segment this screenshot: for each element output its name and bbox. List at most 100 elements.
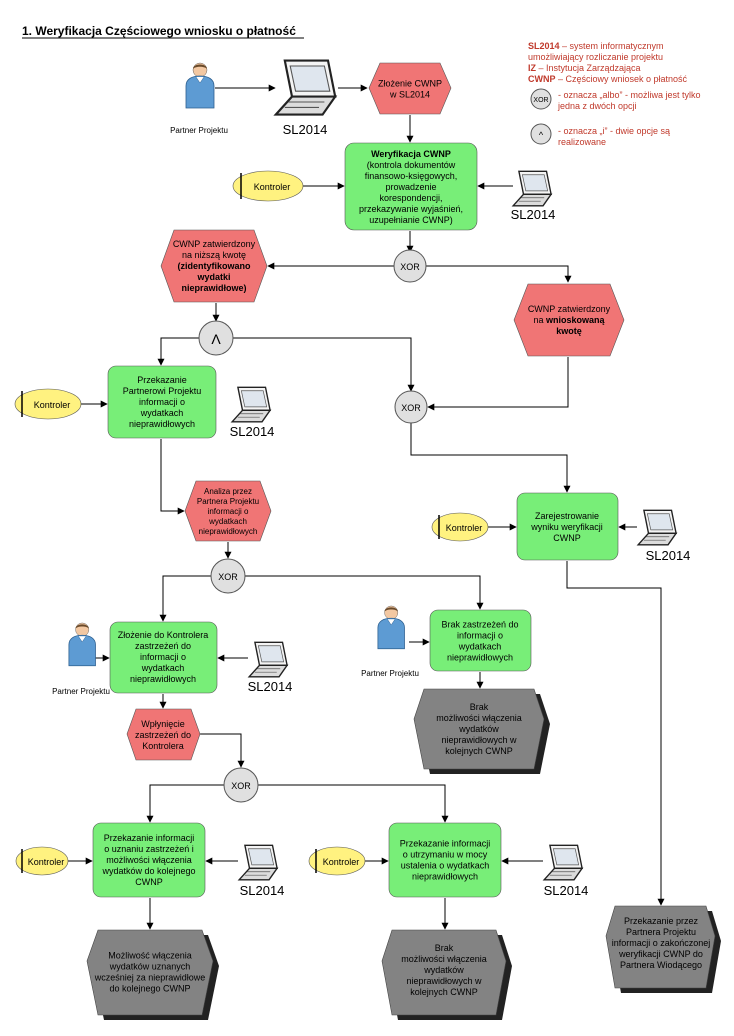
- role-kontroler-label: Kontroler: [323, 857, 360, 867]
- sl2014-label: SL2014: [646, 548, 691, 563]
- xor-gateway-label: XOR: [231, 781, 251, 791]
- connector: [157, 337, 200, 366]
- legend: SL2014 – system informatycznym umożliwia…: [528, 41, 701, 147]
- event-wplyniecie: [126, 708, 201, 761]
- role-kontroler-label: Kontroler: [254, 182, 291, 192]
- process-przekazanie-informacji: [107, 365, 217, 439]
- role-kontroler: [232, 170, 304, 202]
- laptop-icon: [637, 509, 677, 546]
- connector: [159, 575, 211, 622]
- process-weryfikacja-cwnp: [344, 142, 478, 231]
- xor-gateway-label: XOR: [218, 572, 238, 582]
- sl2014-label: SL2014: [240, 883, 285, 898]
- sl2014-label: SL2014: [230, 424, 275, 439]
- person-icon: [185, 62, 215, 109]
- process-uznanie: [92, 822, 206, 898]
- connector: [426, 265, 572, 283]
- event-wnioskowana-kwota: [513, 283, 625, 357]
- laptop-icon: [231, 386, 271, 423]
- legend-and-desc-2: realizowane: [558, 137, 606, 147]
- sl2014-label: SL2014: [544, 883, 589, 898]
- partner-label: Partner Projektu: [361, 669, 419, 678]
- role-kontroler-label: Kontroler: [28, 857, 65, 867]
- xor-gateway: [223, 767, 259, 803]
- role-kontroler-label: Kontroler: [34, 400, 71, 410]
- laptop-icon: [543, 844, 583, 881]
- xor-gateway-label: XOR: [400, 262, 420, 272]
- process-brak-zastrzezen: [429, 609, 532, 672]
- laptop-icon: [274, 59, 337, 116]
- partner-label: Partner Projektu: [170, 126, 228, 135]
- laptop-icon: [238, 844, 278, 881]
- legend-xor-symbol: [530, 88, 552, 110]
- connector: [233, 337, 415, 392]
- legend-line-3: IZ – Instytucja Zarządzająca: [528, 63, 641, 73]
- laptop-icon: [248, 641, 288, 678]
- sl2014-label: SL2014: [283, 122, 328, 137]
- role-kontroler: [431, 512, 489, 542]
- connector: [566, 561, 665, 906]
- end-brak-mozliwosci-2: [381, 929, 507, 1016]
- legend-xor-label: XOR: [533, 97, 548, 104]
- legend-xor-desc-1: - oznacza „albo” - możliwa jest tylko: [558, 90, 701, 100]
- and-gateway-label: Λ: [211, 331, 221, 347]
- legend-and-desc-1: - oznacza „i” - dwie opcje są: [558, 126, 670, 136]
- legend-line-4: CWNP – Częściowy wniosek o płatność: [528, 74, 688, 84]
- process-utrzymanie: [388, 822, 502, 898]
- role-kontroler: [15, 846, 69, 876]
- connector: [410, 423, 571, 493]
- legend-and-symbol: [530, 123, 552, 145]
- sl2014-label: SL2014: [248, 679, 293, 694]
- end-brak-mozliwosci-1: [413, 688, 545, 770]
- legend-line-2: umożliwiający rozliczanie projektu: [528, 52, 663, 62]
- event-nizsza-kwota: [160, 229, 268, 303]
- connector: [427, 357, 569, 411]
- role-kontroler-label: Kontroler: [446, 523, 483, 533]
- event-analiza: [184, 480, 272, 542]
- connector: [146, 784, 225, 823]
- page-title: 1. Weryfikacja Częściowego wniosku o pła…: [22, 24, 296, 38]
- xor-gateway: [210, 558, 246, 594]
- end-mozliwosc: [86, 929, 214, 1016]
- role-kontroler: [308, 846, 366, 876]
- connector: [258, 784, 449, 823]
- legend-line-1: SL2014 – system informatycznym: [528, 41, 664, 51]
- legend-and-label: ^: [539, 130, 544, 140]
- end-przekazanie-partner: [605, 905, 716, 989]
- connector: [245, 575, 484, 610]
- sl2014-label: SL2014: [511, 207, 556, 222]
- xor-gateway: [394, 390, 428, 424]
- xor-gateway: [393, 249, 427, 283]
- legend-xor-desc-2: jedna z dwóch opcji: [557, 101, 637, 111]
- connectors: [67, 84, 665, 930]
- connector: [200, 733, 245, 768]
- person-icon: [377, 605, 405, 650]
- laptop-icon: [512, 170, 552, 207]
- partner-label: Partner Projektu: [52, 687, 110, 696]
- xor-gateway-label: XOR: [401, 403, 421, 413]
- role-kontroler: [14, 388, 82, 420]
- event-zlozenie-cwnp: [368, 62, 452, 115]
- and-gateway: [198, 320, 234, 356]
- process-zlozenie-zastrzezen: [109, 621, 218, 694]
- connector: [160, 439, 185, 515]
- person-icon: [68, 622, 96, 667]
- process-zarejestrowanie: [516, 492, 619, 561]
